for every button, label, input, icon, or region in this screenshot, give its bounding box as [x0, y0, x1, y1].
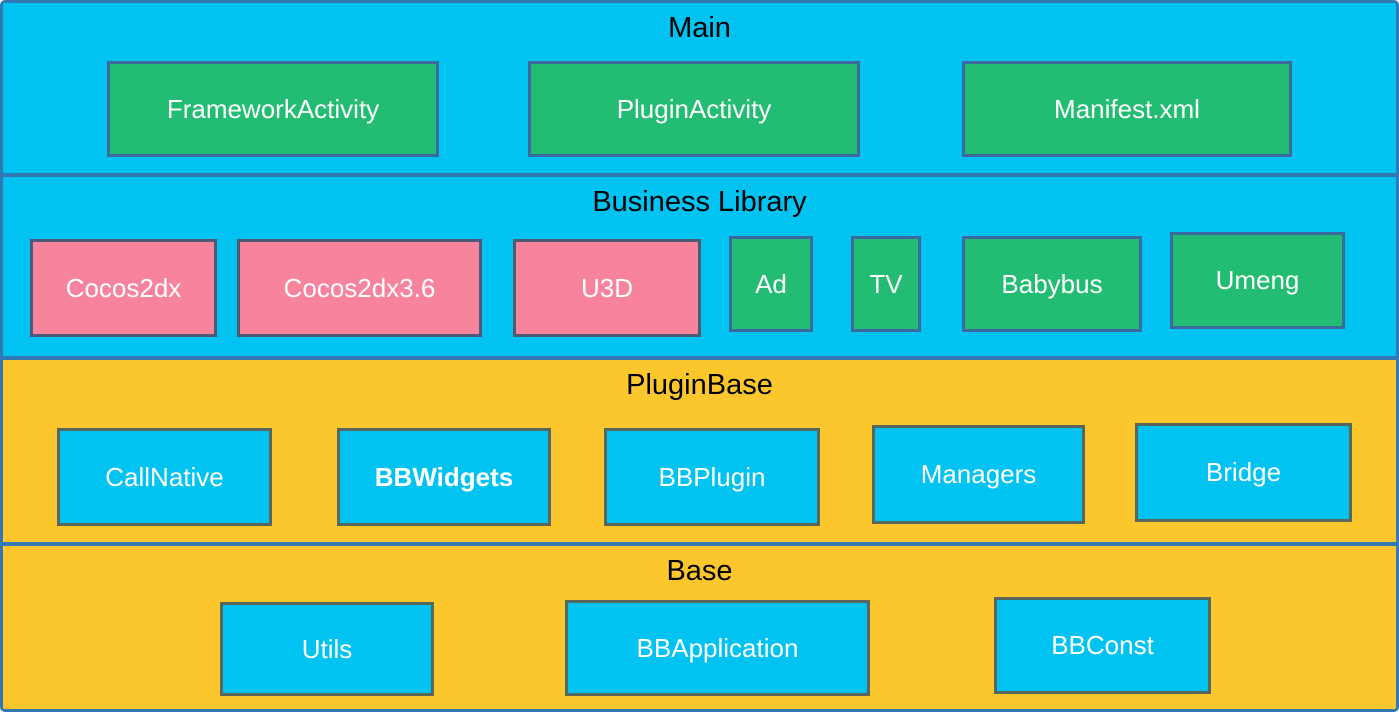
box-label: TV — [869, 268, 903, 299]
box-bbapplication: BBApplication — [565, 600, 870, 696]
box-callnative: CallNative — [57, 428, 272, 526]
box-bbconst: BBConst — [994, 597, 1211, 694]
layer-pluginbase: PluginBase CallNative BBWidgets BBPlugin… — [3, 356, 1396, 542]
box-pluginactivity: PluginActivity — [528, 61, 860, 157]
box-managers: Managers — [872, 425, 1085, 524]
box-label: U3D — [580, 272, 633, 303]
box-ad: Ad — [729, 236, 813, 332]
box-label: FrameworkActivity — [166, 93, 380, 124]
box-umeng: Umeng — [1170, 232, 1345, 329]
box-label: BBApplication — [636, 632, 799, 663]
box-bridge: Bridge — [1135, 423, 1352, 522]
box-u3d: U3D — [513, 239, 701, 337]
box-cocos2dx36: Cocos2dx3.6 — [237, 239, 482, 337]
layer-main: Main FrameworkActivity PluginActivity Ma… — [3, 3, 1396, 173]
layer-base: Base Utils BBApplication BBConst — [3, 542, 1396, 709]
box-label: PluginActivity — [616, 93, 772, 124]
box-label: BBConst — [1051, 630, 1154, 661]
layer-business-library-title: Business Library — [592, 186, 807, 218]
box-utils: Utils — [220, 602, 434, 696]
box-label: BBWidgets — [374, 461, 514, 492]
box-manifest-xml: Manifest.xml — [962, 61, 1292, 157]
box-label: Cocos2dx3.6 — [283, 272, 436, 303]
box-label: Managers — [920, 459, 1037, 490]
layer-base-title: Base — [666, 555, 733, 587]
layer-pluginbase-title: PluginBase — [626, 369, 773, 401]
box-label: CallNative — [105, 461, 224, 492]
box-label: Umeng — [1215, 265, 1300, 296]
box-frameworkactivity: FrameworkActivity — [107, 61, 439, 157]
box-label: Manifest.xml — [1054, 93, 1200, 124]
box-bbplugin: BBPlugin — [604, 428, 820, 526]
layer-business-library: Business Library Cocos2dx Cocos2dx3.6 U3… — [3, 173, 1396, 356]
layer-main-title: Main — [668, 12, 731, 44]
box-label: Utils — [301, 633, 353, 664]
box-label: Ad — [755, 268, 787, 299]
box-bbwidgets: BBWidgets — [337, 428, 551, 526]
box-tv: TV — [851, 236, 921, 332]
box-cocos2dx: Cocos2dx — [30, 239, 217, 337]
box-label: Babybus — [1001, 268, 1103, 299]
box-label: Cocos2dx — [65, 272, 182, 303]
box-babybus: Babybus — [962, 236, 1142, 332]
box-label: BBPlugin — [658, 461, 766, 492]
box-label: Bridge — [1205, 457, 1282, 488]
